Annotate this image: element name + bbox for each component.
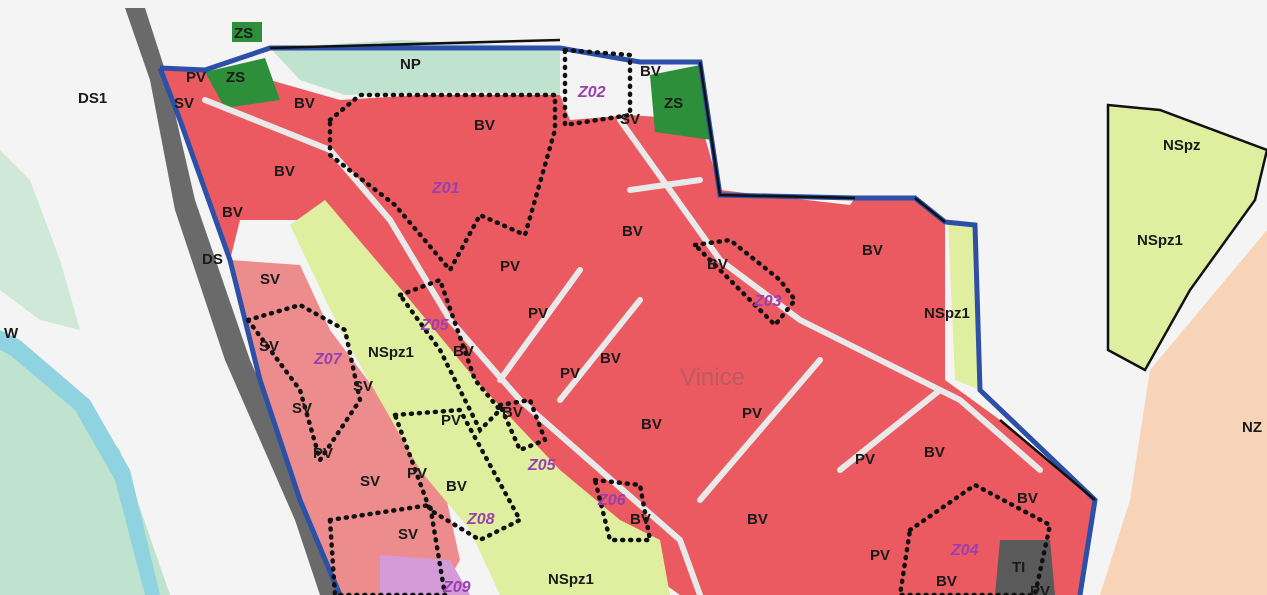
zone-code: BV bbox=[707, 256, 728, 273]
zone-code: PV bbox=[870, 547, 890, 564]
zone-code: SV bbox=[398, 526, 418, 543]
zone-code: PV bbox=[560, 365, 580, 382]
zone-code: PV bbox=[441, 412, 461, 429]
zone-code: SV bbox=[292, 400, 312, 417]
development-area-label: Z03 bbox=[753, 293, 782, 310]
zone-code: BV bbox=[453, 343, 474, 360]
zone-code: NSpz1 bbox=[368, 344, 414, 361]
meadow-left-top bbox=[0, 150, 80, 330]
zone-code: TI bbox=[1012, 559, 1025, 576]
development-area-labels: Z01 Z02 Z03 Z04 Z05 Z05 Z06 Z07 Z08 Z09 bbox=[313, 84, 979, 595]
development-area-label: Z05 bbox=[420, 317, 450, 334]
zone-code: BV bbox=[640, 63, 661, 80]
zone-code: PV bbox=[186, 69, 206, 86]
river-meadow-left bbox=[0, 340, 170, 595]
zone-code: SV bbox=[353, 378, 373, 395]
area-zs-top bbox=[232, 22, 262, 42]
development-area-label: Z02 bbox=[577, 84, 606, 101]
village-name: Vinice bbox=[680, 364, 745, 391]
zone-code: PV bbox=[855, 451, 875, 468]
zone-code: ZS bbox=[226, 69, 245, 86]
area-zs-left bbox=[205, 58, 280, 108]
zone-code: NSpz1 bbox=[1137, 232, 1183, 249]
zone-code: NSpz1 bbox=[924, 305, 970, 322]
boundary-dark-right bbox=[269, 38, 1096, 501]
zone-code: ZS bbox=[234, 25, 253, 42]
zone-code: SV bbox=[260, 271, 280, 288]
zone-code: BV bbox=[294, 95, 315, 112]
zone-code: PV bbox=[407, 465, 427, 482]
zone-code: BV bbox=[274, 163, 295, 180]
zone-code: SV bbox=[620, 111, 640, 128]
development-area-label: Z07 bbox=[313, 351, 343, 368]
zone-code: BV bbox=[502, 404, 523, 421]
zone-code: BV bbox=[630, 511, 651, 528]
road-ds-strip bbox=[125, 8, 345, 595]
development-area-label: Z09 bbox=[442, 579, 471, 595]
zone-code: PV bbox=[313, 445, 333, 462]
area-np bbox=[270, 40, 560, 95]
development-area-label: Z01 bbox=[431, 180, 460, 197]
area-nspz1-strip bbox=[948, 222, 980, 390]
zone-code: NP bbox=[400, 56, 421, 73]
zone-code: BV bbox=[862, 242, 883, 259]
development-area-label: Z05 bbox=[527, 457, 557, 474]
zone-code: NSpz1 bbox=[548, 571, 594, 588]
zone-code: BV bbox=[446, 478, 467, 495]
zone-code: BV bbox=[1017, 490, 1038, 507]
zone-code: BV bbox=[924, 444, 945, 461]
zone-code: DS1 bbox=[78, 90, 107, 107]
area-nspz-right bbox=[1106, 103, 1267, 372]
zone-code: BV bbox=[747, 511, 768, 528]
zone-code: NZ bbox=[1242, 419, 1262, 436]
zone-code: BV bbox=[936, 573, 957, 590]
zone-code: PV bbox=[500, 258, 520, 275]
area-zs-right bbox=[650, 65, 712, 140]
zone-code: NSpz bbox=[1163, 137, 1201, 154]
zone-code: DS bbox=[202, 251, 223, 268]
zone-code: SV bbox=[259, 338, 279, 355]
area-z09-purple bbox=[380, 555, 470, 595]
zone-code: BV bbox=[641, 416, 662, 433]
area-nz-agriculture bbox=[1100, 230, 1267, 595]
zone-code: BV bbox=[622, 223, 643, 240]
development-boundaries bbox=[244, 47, 1053, 595]
zone-code: BV bbox=[474, 117, 495, 134]
zone-code: ZS bbox=[664, 95, 683, 112]
zone-code: BV bbox=[600, 350, 621, 367]
zone-code: W bbox=[4, 325, 19, 342]
area-nspz1-center bbox=[290, 200, 670, 595]
river-strip bbox=[0, 330, 160, 595]
zone-code: PV bbox=[528, 305, 548, 322]
development-area-label: Z04 bbox=[950, 542, 979, 559]
development-area-label: Z06 bbox=[597, 492, 626, 509]
zone-code: PV bbox=[1030, 583, 1050, 595]
zone-code-labels: DS1 DS ZS ZS ZS NP PV SV BV BV BV BV BV … bbox=[4, 25, 1262, 595]
area-ti bbox=[995, 540, 1055, 595]
zone-code: PV bbox=[742, 405, 762, 422]
pv-streets bbox=[202, 97, 1043, 595]
development-area-label: Z08 bbox=[466, 511, 495, 528]
zone-code: BV bbox=[222, 204, 243, 221]
zone-code: SV bbox=[174, 95, 194, 112]
zone-code: SV bbox=[360, 473, 380, 490]
